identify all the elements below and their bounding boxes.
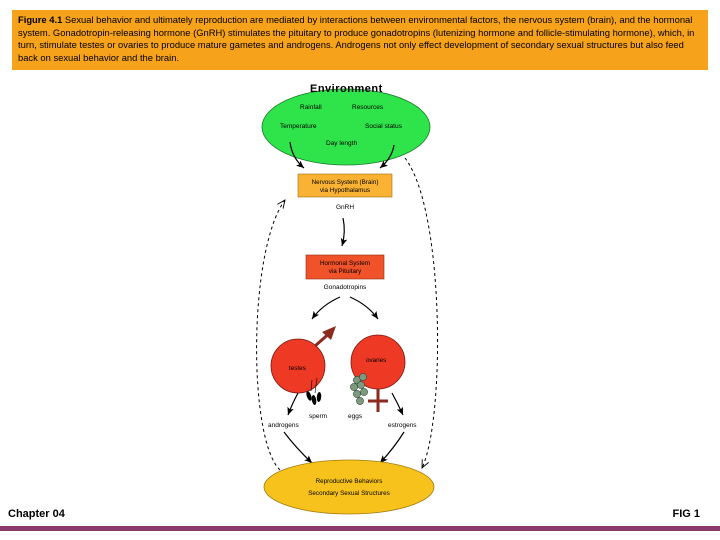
androgens-label: androgens bbox=[268, 422, 299, 429]
environment-ellipse bbox=[261, 88, 431, 166]
ovaries-label: ovaries bbox=[366, 357, 386, 364]
ovaries-to-estrogens-arrow bbox=[391, 392, 404, 416]
reproductive-line2: Secondary Sexual Structures bbox=[308, 490, 390, 497]
chapter-label: Chapter 04 bbox=[8, 508, 65, 520]
env-day-length: Day length bbox=[326, 140, 357, 147]
env-to-brain-arrow-right bbox=[379, 144, 395, 169]
sperm-cells-icon bbox=[306, 377, 322, 405]
caption-text: Sexual behavior and ultimately reproduct… bbox=[18, 14, 695, 63]
to-testes-arrow bbox=[311, 296, 341, 320]
testes-to-androgens-arrow bbox=[287, 392, 299, 416]
nervous-system-line2: via Hypothalamus bbox=[320, 187, 370, 194]
env-rainfall: Rainfall bbox=[300, 104, 322, 111]
estrogens-to-reproductive-arrow bbox=[379, 431, 405, 464]
gnrh-arrow bbox=[340, 217, 348, 247]
nervous-system-box bbox=[297, 173, 393, 198]
feedback-arrow-left bbox=[256, 200, 285, 471]
eggs-cluster-icon bbox=[350, 373, 368, 405]
env-social-status: Social status bbox=[365, 123, 403, 130]
environment-title: Environment bbox=[310, 83, 383, 95]
eggs-label: eggs bbox=[348, 413, 363, 420]
reproductive-line1: Reproductive Behaviors bbox=[316, 478, 383, 485]
reproductive-ellipse bbox=[263, 459, 435, 515]
figure-caption: Figure 4.1 Sexual behavior and ultimatel… bbox=[12, 10, 708, 70]
footer-divider bbox=[0, 526, 720, 531]
hormonal-system-line2: via Pituitary bbox=[329, 268, 362, 275]
hormonal-system-line1: Hormonal System bbox=[320, 260, 370, 267]
testes-label: testes bbox=[289, 365, 306, 372]
hormonal-system-box bbox=[305, 254, 385, 280]
feedback-arrow-right bbox=[404, 157, 439, 468]
nervous-system-line1: Nervous System (Brain) bbox=[312, 179, 379, 186]
figure-number: FIG 1 bbox=[672, 508, 700, 520]
to-ovaries-arrow bbox=[349, 296, 379, 320]
estrogens-label: estrogens bbox=[388, 422, 417, 429]
male-symbol-arrow-head bbox=[322, 326, 336, 340]
env-temperature: Temperature bbox=[280, 123, 317, 130]
gonadotropins-label: Gonadotropins bbox=[324, 284, 367, 291]
env-resources: Resources bbox=[352, 104, 384, 111]
sperm-label: sperm bbox=[309, 413, 327, 420]
env-to-brain-arrow-left bbox=[289, 141, 305, 169]
caption-label: Figure 4.1 bbox=[18, 14, 63, 25]
androgens-to-reproductive-arrow bbox=[283, 431, 313, 464]
gnrh-label: GnRH bbox=[336, 204, 354, 211]
